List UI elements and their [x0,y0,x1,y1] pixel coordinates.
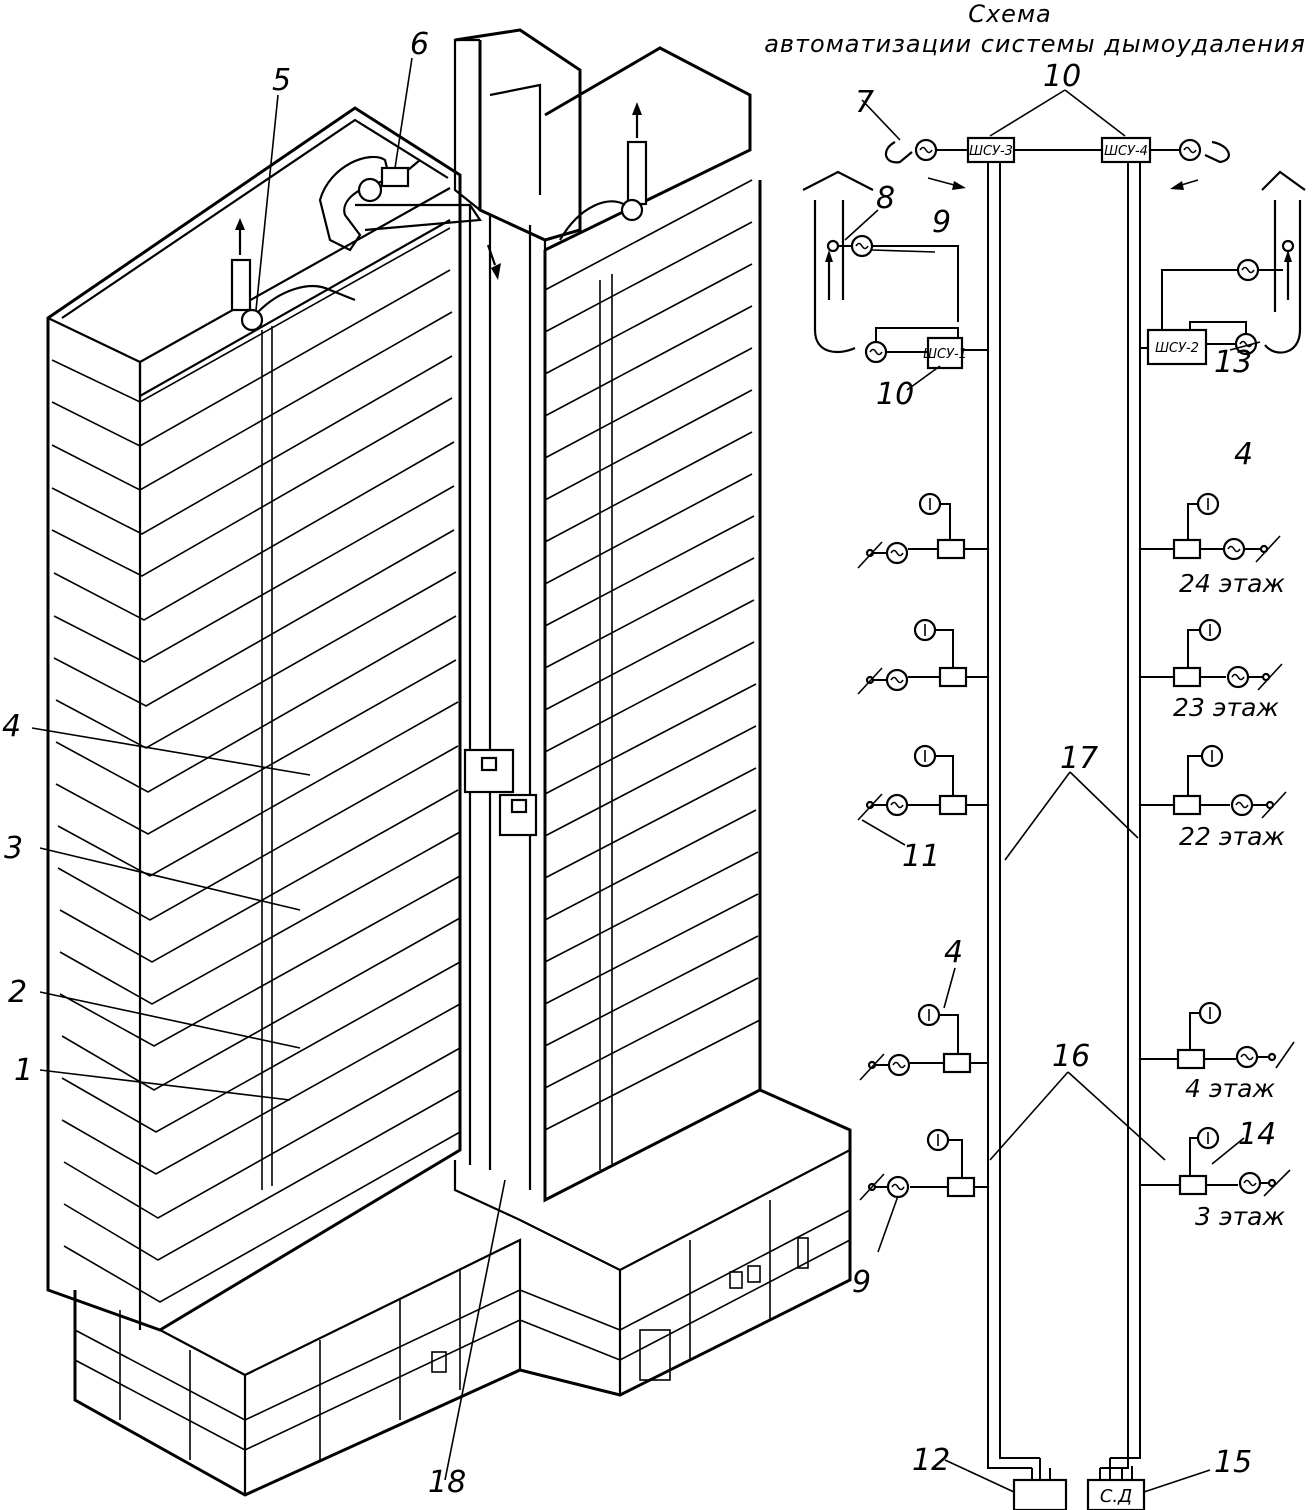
callout-4-building: 4 [2,709,21,744]
controller-shsu3: ШСУ-3 [969,144,1013,159]
callout-14: 14 [1238,1117,1276,1152]
callout-9-top: 9 [932,205,951,240]
controller-shsu1: ШСУ-1 [923,347,967,362]
controller-shsu4: ШСУ-4 [1104,144,1148,159]
callout-8: 8 [876,181,895,216]
callout-5: 5 [272,63,291,98]
automation-schematic [802,89,1306,1510]
floor-3-label: 3 этаж [1195,1202,1285,1231]
controller-shsu2: ШСУ-2 [1155,341,1199,356]
floor-4-label: 4 этаж [1185,1074,1275,1103]
building-illustration [31,28,852,1497]
callout-4-floor4: 4 [944,935,963,970]
schema-title-line2: автоматизации системы дымоудаления [764,30,1306,58]
callout-3: 3 [4,831,23,866]
floor-22-label: 22 этаж [1179,822,1285,851]
callout-15: 15 [1214,1445,1252,1480]
callout-2: 2 [8,975,27,1010]
callout-16: 16 [1052,1039,1090,1074]
left-tower-floors [51,227,461,1303]
callout-9-bottom: 9 [852,1265,871,1300]
callout-6: 6 [410,27,429,62]
floor-23-label: 23 этаж [1173,693,1279,722]
smoke-detector-box: С.Д [1100,1486,1132,1507]
callout-10-left: 10 [876,377,914,412]
callout-12: 12 [912,1443,950,1478]
callout-1: 1 [14,1053,33,1088]
callout-11: 11 [902,839,940,874]
floor-3-branch [859,1126,1291,1253]
floor-24-label: 24 этаж [1179,569,1285,598]
callout-13: 13 [1214,345,1252,380]
floor-24-branch [857,492,1281,569]
floor-22-branch [857,744,1287,846]
floor-23-branch [857,618,1283,695]
schema-title-line1: Схема [968,0,1052,28]
right-tower-floors [544,179,761,1170]
callout-17: 17 [1060,741,1098,776]
floor-4-branch [859,1001,1295,1081]
callout-4-floor24: 4 [1234,437,1253,472]
callout-18: 18 [428,1465,466,1500]
callout-7: 7 [855,85,874,120]
callout-10-top: 10 [1043,59,1081,94]
